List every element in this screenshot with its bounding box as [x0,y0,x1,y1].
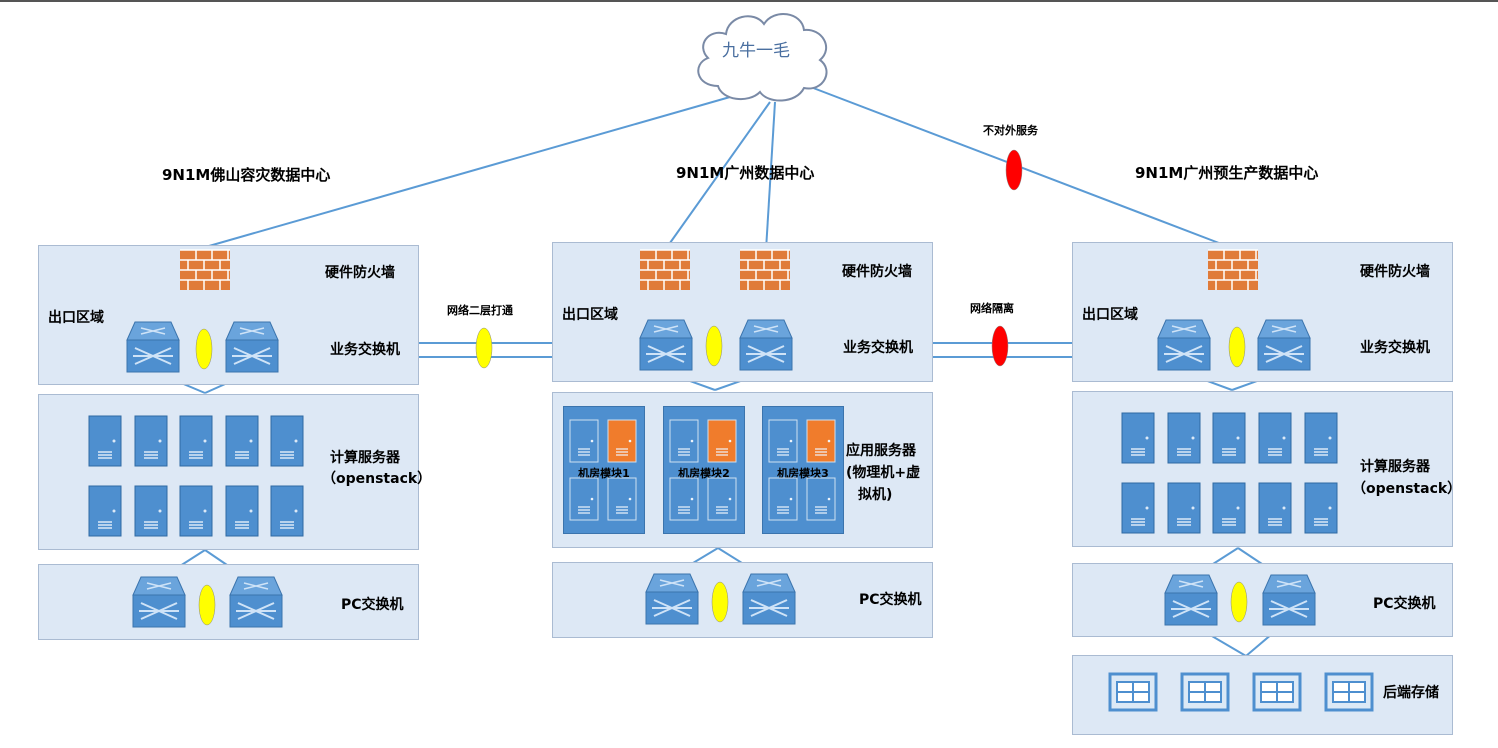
switch-icon [739,319,793,371]
switch-icon [132,576,186,628]
gz-business-switch-label: 业务交换机 [843,340,913,356]
server-icon [1304,412,1338,464]
foshan-exit-zone-label: 出口区域 [48,310,104,326]
server-icon [134,415,168,467]
foshan-firewall-label: 硬件防火墙 [325,265,395,281]
foshan-pc-panel [38,564,419,640]
storage-icon [1252,672,1302,712]
switch-icon [225,321,279,373]
server-icon [88,415,122,467]
foshan-pc-switch-label: PC交换机 [341,597,404,613]
preprod-firewall-label: 硬件防火墙 [1360,264,1430,280]
link-marker-foshan-pc [198,584,216,626]
server-icon [225,415,259,467]
server-icon [1258,482,1292,534]
gz-exit-zone-label: 出口区域 [562,307,618,323]
foshan-compute-label: 计算服务器 [330,450,400,466]
link-label-no-external: 不对外服务 [983,124,1038,137]
link-label-isolation: 网络隔离 [970,302,1014,315]
server-icon [1212,412,1246,464]
server-icon [134,485,168,537]
switch-icon [1262,574,1316,626]
server-icon [179,415,213,467]
server-icon [270,415,304,467]
dc-title-guangzhou: 9N1M广州数据中心 [676,164,815,182]
server-icon [270,485,304,537]
server-icon [1121,412,1155,464]
server-icon [225,485,259,537]
switch-icon [1257,319,1311,371]
server-icon [669,477,699,521]
server-icon [1121,482,1155,534]
server-icon [707,477,737,521]
cloud-icon [697,12,828,102]
server-icon [669,419,699,463]
server-icon [1212,482,1246,534]
link-marker-l2 [475,327,493,369]
preprod-business-switch-label: 业务交换机 [1360,340,1430,356]
link-marker-preprod-pc [1230,581,1248,623]
link-marker-no-external [1005,149,1023,191]
server-icon [1304,482,1338,534]
firewall-icon [640,249,690,290]
link-label-l2: 网络二层打通 [447,304,513,317]
link-cloud-foshan [201,96,731,249]
room-module-1-label: 机房模块1 [578,467,630,480]
server-icon [1167,412,1201,464]
switch-icon [126,321,180,373]
switch-icon [645,573,699,625]
server-icon [569,477,599,521]
firewall-icon [1208,249,1258,290]
gz-app-server-label-3: 拟机) [858,487,893,503]
link-marker-gz-pc [711,581,729,623]
storage-icon [1180,672,1230,712]
switch-icon [1157,319,1211,371]
gz-app-server-label-1: 应用服务器 [846,443,916,459]
switch-icon [742,573,796,625]
link-marker-isolation [991,325,1009,367]
dc-title-foshan: 9N1M佛山容灾数据中心 [162,166,331,184]
server-icon [607,419,637,463]
foshan-openstack-label: （openstack） [322,471,432,487]
room-module-2-label: 机房模块2 [678,467,730,480]
storage-icon [1324,672,1374,712]
storage-icon [1108,672,1158,712]
server-icon [768,419,798,463]
firewall-icon [740,249,790,290]
server-icon [806,419,836,463]
link-cloud-gz-b [765,101,776,251]
preprod-openstack-label: （openstack） [1352,481,1462,497]
switch-icon [229,576,283,628]
gz-firewall-label: 硬件防火墙 [842,264,912,280]
switch-icon [1164,574,1218,626]
server-icon [569,419,599,463]
firewall-icon [180,249,230,290]
window-top-border [0,0,1498,2]
room-module-3-label: 机房模块3 [777,467,829,480]
server-icon [88,485,122,537]
link-cloud-gz-a [664,101,771,251]
server-icon [768,477,798,521]
link-marker-preprod [1228,326,1246,368]
preprod-storage-label: 后端存储 [1383,685,1439,701]
link-marker-foshan [195,328,213,370]
preprod-exit-zone-label: 出口区域 [1082,307,1138,323]
server-icon [1258,412,1292,464]
server-icon [806,477,836,521]
gz-app-server-label-2: (物理机+虚 [846,465,921,481]
server-icon [179,485,213,537]
preprod-pc-switch-label: PC交换机 [1373,596,1436,612]
foshan-business-switch-label: 业务交换机 [330,342,400,358]
link-marker-gz [705,325,723,367]
server-icon [607,477,637,521]
cloud-label: 九牛一毛 [722,41,790,61]
gz-pc-switch-label: PC交换机 [859,592,922,608]
server-icon [707,419,737,463]
server-icon [1167,482,1201,534]
preprod-compute-label: 计算服务器 [1360,459,1430,475]
switch-icon [639,319,693,371]
dc-title-preprod: 9N1M广州预生产数据中心 [1135,164,1319,182]
